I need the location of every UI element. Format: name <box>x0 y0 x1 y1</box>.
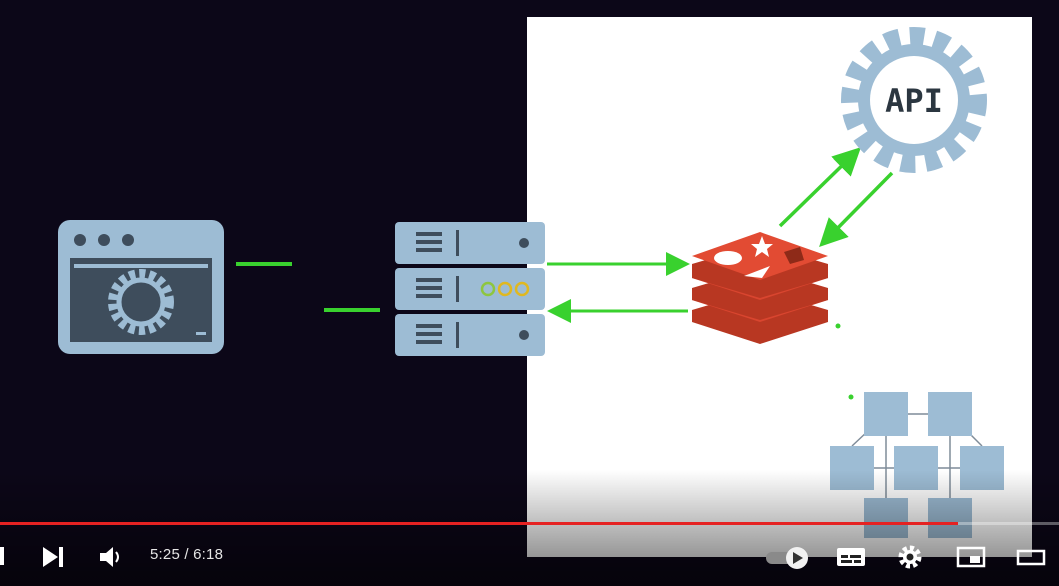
miniplayer-icon <box>956 546 986 568</box>
server-stack-icon <box>395 222 545 356</box>
subtitles-icon <box>837 548 865 566</box>
api-gear-icon <box>841 27 987 173</box>
api-label: API <box>885 82 943 120</box>
next-button[interactable] <box>40 545 66 569</box>
volume-icon <box>100 547 119 567</box>
theater-mode-button[interactable] <box>1016 545 1046 569</box>
current-time: 5:25 <box>150 546 180 563</box>
subtitles-button[interactable] <box>835 545 867 569</box>
arrow-from-api <box>819 171 894 247</box>
settings-button[interactable] <box>896 543 924 571</box>
play-pause-icon <box>0 547 4 565</box>
mute-button[interactable] <box>98 545 124 569</box>
time-separator: / <box>184 546 189 563</box>
browser-window-icon <box>58 220 224 354</box>
redis-cache-icon <box>692 232 828 344</box>
autoplay-toggle[interactable] <box>764 544 810 570</box>
arrow-to-api <box>778 147 862 228</box>
progress-bar[interactable] <box>0 522 1059 525</box>
next-icon <box>43 547 63 567</box>
play-pause-button[interactable] <box>0 545 10 567</box>
theater-mode-icon <box>1016 549 1046 566</box>
duration: 6:18 <box>193 546 224 563</box>
time-display: 5:25 / 6:18 <box>150 546 223 563</box>
settings-gear-icon <box>898 545 922 569</box>
miniplayer-button[interactable] <box>956 545 986 569</box>
autoplay-toggle-icon <box>766 547 808 569</box>
progress-played <box>0 522 959 525</box>
